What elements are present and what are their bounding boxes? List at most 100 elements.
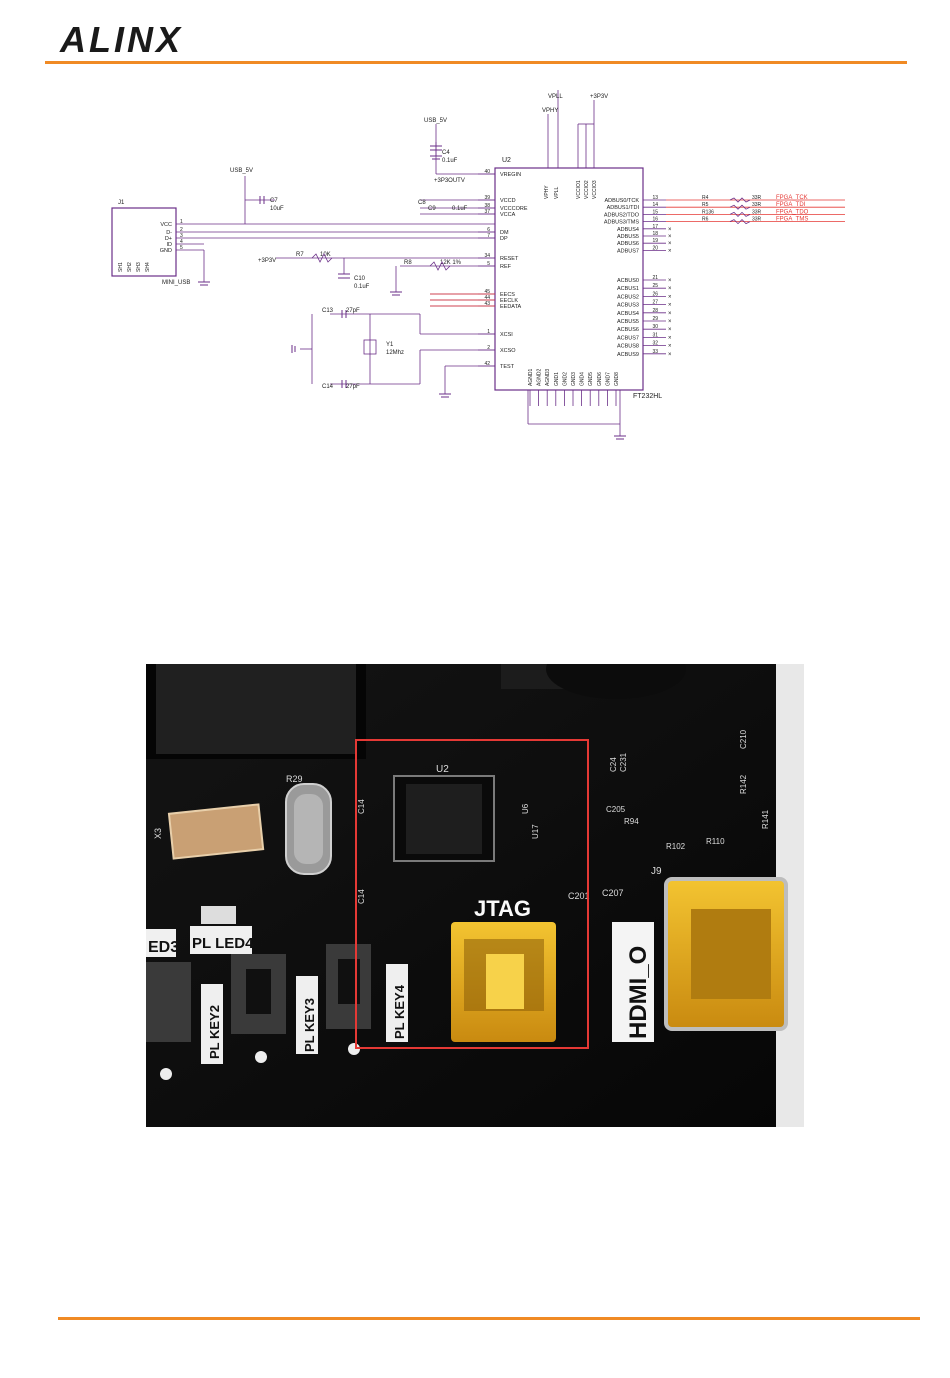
no-connect-mark: × — [668, 234, 672, 240]
jtag-label: JTAG — [474, 896, 531, 921]
left-pin-name: EEDATA — [500, 304, 522, 310]
svg-text:R8: R8 — [404, 260, 412, 266]
svg-text:C8: C8 — [418, 200, 426, 206]
right-pin-name: ADBUS6 — [617, 241, 639, 247]
no-connect-mark: × — [668, 327, 672, 333]
right-pin-number: 14 — [652, 202, 658, 208]
jtag-resistor — [729, 219, 751, 225]
right-pin-name: ACBUS2 — [617, 294, 639, 300]
bottom-pin-name: AGND1 — [528, 369, 534, 386]
no-connect-mark: × — [668, 286, 672, 292]
left-pin-number: 39 — [484, 195, 490, 201]
svg-text:C14: C14 — [357, 889, 366, 904]
chip-part: FT232HL — [633, 393, 662, 400]
bottom-pin-name: GND1 — [554, 372, 560, 386]
jtag-net-name: FPGA_TMS — [776, 217, 808, 223]
no-connect-mark: × — [668, 227, 672, 233]
no-connect-mark: × — [668, 278, 672, 284]
left-pin-number: 42 — [484, 361, 490, 367]
jtag-resistor-value: 33R — [752, 209, 762, 215]
svg-text:C10: C10 — [354, 276, 366, 282]
svg-text:U17: U17 — [531, 824, 540, 839]
no-connect-mark: × — [668, 352, 672, 358]
top-pin-name: VCCIO1 — [576, 180, 582, 199]
no-connect-mark: × — [668, 319, 672, 325]
connector-name: MINI_USB — [162, 280, 190, 286]
left-pin-name: TEST — [500, 364, 515, 370]
chip-ref: U2 — [502, 157, 511, 164]
no-connect-mark: × — [668, 248, 672, 254]
jtag-resistor-ref: R4 — [702, 195, 709, 201]
connector-pin-name: ID — [167, 242, 173, 248]
right-pin-name: ACBUS8 — [617, 344, 639, 350]
svg-text:C9: C9 — [428, 206, 436, 212]
svg-text:R141: R141 — [761, 809, 770, 829]
right-pin-number: 18 — [652, 231, 658, 237]
left-pin-number: 2 — [487, 345, 490, 351]
right-pin-number: 29 — [652, 316, 658, 322]
right-pin-number: 20 — [652, 245, 658, 251]
left-pin-number: 38 — [484, 203, 490, 209]
connector-shield: SH4 — [145, 262, 151, 272]
connector-pin-number: 4 — [180, 239, 183, 245]
bottom-pin-name: GND7 — [605, 372, 611, 386]
left-pin-name: XCSI — [500, 332, 513, 338]
svg-text:27pF: 27pF — [346, 308, 360, 314]
right-pin-number: 19 — [652, 238, 658, 244]
svg-text:10K: 10K — [320, 252, 331, 258]
right-pin-name: ADBUS0/TCK — [604, 198, 639, 204]
svg-text:R29: R29 — [286, 774, 303, 784]
left-pin-name: EECS — [500, 292, 515, 298]
jtag-resistor-ref: R6 — [702, 217, 709, 223]
connector-shield: SH3 — [136, 262, 142, 272]
vpll-label: VPLL — [548, 94, 563, 100]
svg-text:C14: C14 — [322, 384, 334, 390]
left-pin-name: DM — [500, 230, 509, 236]
left-pin-number: 1 — [487, 329, 490, 335]
left-pin-number: 43 — [484, 301, 490, 307]
left-pin-name: VCCA — [500, 212, 516, 218]
connector-pin-name: GND — [160, 248, 172, 254]
jtag-resistor-value: 33R — [752, 195, 762, 201]
no-connect-mark: × — [668, 294, 672, 300]
bottom-pin-name: AGND2 — [537, 369, 543, 386]
jtag-net-name: FPGA_TDO — [776, 209, 809, 215]
left-pin-number: 34 — [484, 253, 490, 259]
svg-text:C24: C24 — [609, 757, 618, 772]
svg-text:PL KEY2: PL KEY2 — [207, 1005, 222, 1059]
board-photo: U2 U6 U17 X3 R29 JTAG C201 C207 C205 R94… — [146, 639, 804, 1127]
right-pin-number: 25 — [652, 283, 658, 289]
no-connect-mark: × — [668, 241, 672, 247]
left-pin-number: 45 — [484, 289, 490, 295]
connector-pin-number: 2 — [180, 227, 183, 233]
svg-text:0.1uF: 0.1uF — [354, 284, 370, 290]
left-pin-number: 40 — [484, 169, 490, 175]
bottom-pin-name: AGND3 — [545, 369, 551, 386]
svg-text:C7: C7 — [270, 198, 278, 204]
svg-text:R7: R7 — [296, 252, 304, 258]
right-pin-number: 30 — [652, 324, 658, 330]
usb5v-label-1: USB_5V — [230, 168, 253, 174]
connector-shield: SH1 — [118, 262, 124, 272]
connector-pin-number: 5 — [180, 245, 183, 251]
jtag-resistor-value: 33R — [752, 202, 762, 208]
svg-text:J9: J9 — [651, 866, 662, 877]
right-pin-name: ACBUS0 — [617, 278, 639, 284]
svg-text:PL KEY4: PL KEY4 — [392, 984, 407, 1039]
left-pin-name: RESET — [500, 256, 519, 262]
svg-text:R102: R102 — [666, 842, 686, 851]
logo-text: ALINX — [59, 19, 183, 58]
svg-text:R110: R110 — [706, 837, 725, 846]
svg-text:C14: C14 — [357, 799, 366, 814]
right-pin-name: ACBUS4 — [617, 311, 639, 317]
svg-text:C201: C201 — [568, 891, 590, 901]
svg-text:U2: U2 — [436, 764, 449, 775]
right-pin-number: 28 — [652, 308, 658, 314]
no-connect-mark: × — [668, 311, 672, 317]
svg-text:R142: R142 — [739, 774, 748, 794]
svg-text:0.1uF: 0.1uF — [442, 158, 458, 164]
left-pin-number: 6 — [487, 227, 490, 233]
